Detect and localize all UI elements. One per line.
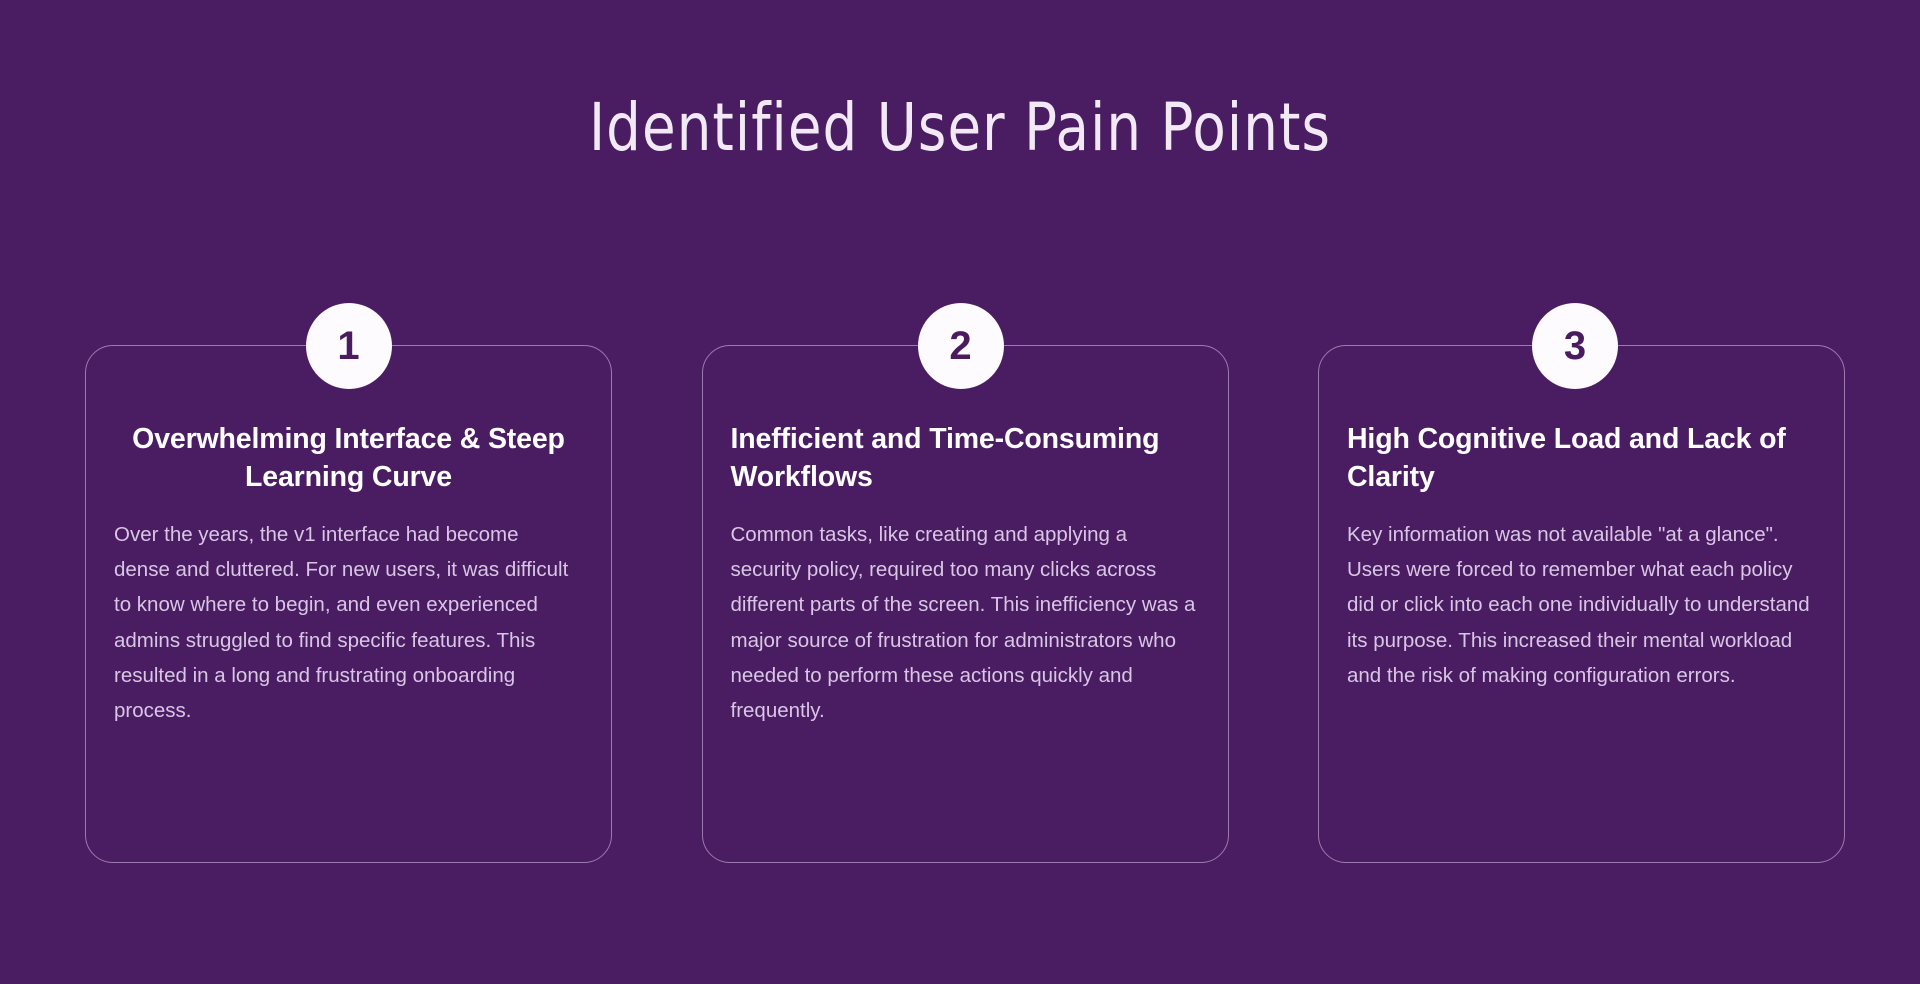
card-content: High Cognitive Load and Lack of Clarity … bbox=[1347, 421, 1816, 693]
card-description: Key information was not available "at a … bbox=[1347, 522, 1810, 687]
pain-point-card: 2 Inefficient and Time-Consuming Workflo… bbox=[701, 303, 1229, 863]
pain-points-card-row: 1 Overwhelming Interface & Steep Learnin… bbox=[85, 303, 1845, 863]
card-description: Common tasks, like creating and applying… bbox=[730, 522, 1196, 723]
card-title: High Cognitive Load and Lack of Clarity bbox=[1347, 423, 1786, 493]
card-title: Inefficient and Time-Consuming Workflows bbox=[730, 423, 1160, 493]
card-number-badge: 2 bbox=[917, 303, 1004, 389]
card-number-badge: 1 bbox=[305, 303, 392, 389]
card-title: Overwhelming Interface & Steep Learning … bbox=[132, 423, 565, 493]
page-title: Identified User Pain Points bbox=[588, 89, 1332, 166]
card-number-badge: 3 bbox=[1532, 303, 1618, 389]
card-content: Inefficient and Time-Consuming Workflows… bbox=[731, 421, 1200, 728]
card-description: Over the years, the v1 interface had bec… bbox=[114, 522, 569, 723]
pain-point-card: 1 Overwhelming Interface & Steep Learnin… bbox=[85, 303, 612, 863]
pain-point-card: 3 High Cognitive Load and Lack of Clarit… bbox=[1318, 303, 1845, 863]
card-content: Overwhelming Interface & Steep Learning … bbox=[114, 421, 583, 728]
